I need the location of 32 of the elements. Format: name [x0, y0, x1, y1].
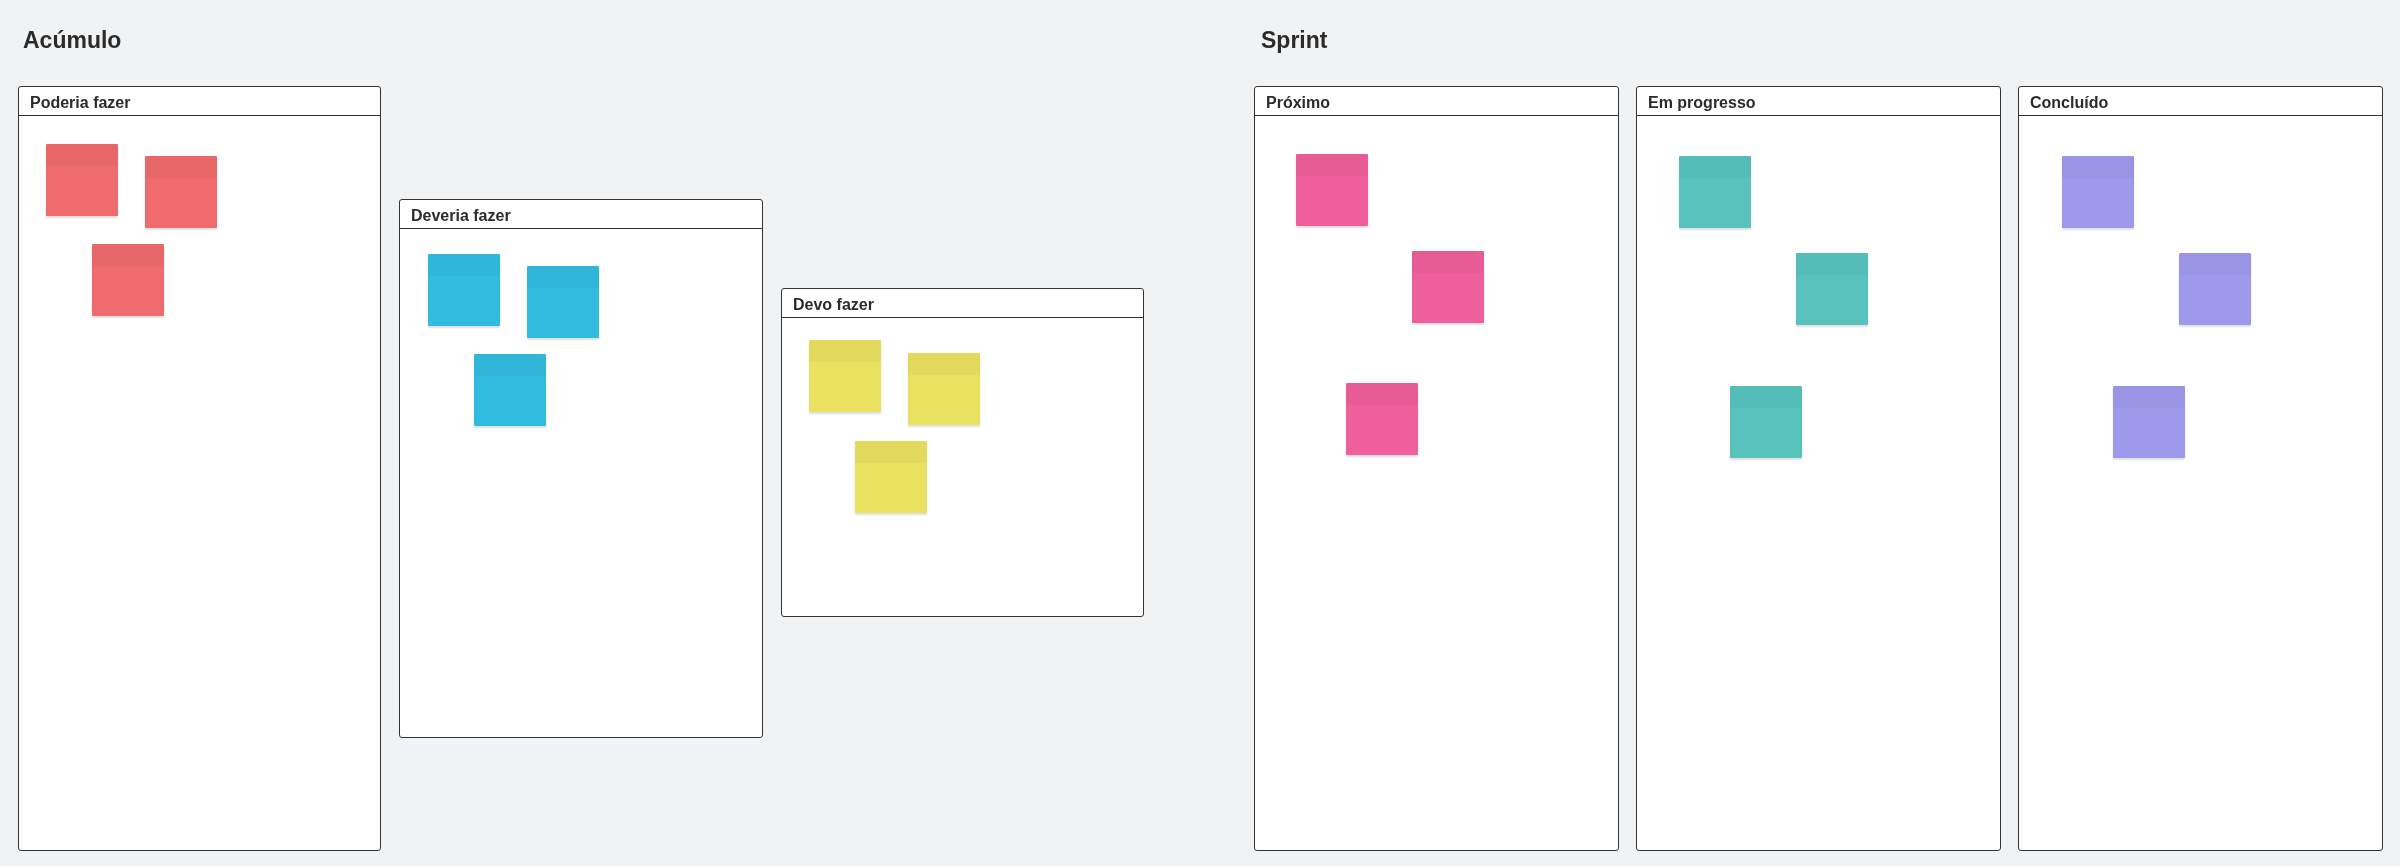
- sticky-note: [1296, 154, 1368, 226]
- sticky-note: [2113, 386, 2185, 458]
- sticky-note: [428, 254, 500, 326]
- sticky-note: [1346, 383, 1418, 455]
- sticky-note: [1730, 386, 1802, 458]
- sticky-note: [527, 266, 599, 338]
- sticky-note: [145, 156, 217, 228]
- sticky-note: [855, 441, 927, 513]
- column-frame: [1636, 86, 2001, 851]
- column-title: Poderia fazer: [30, 93, 131, 112]
- column-title: Concluído: [2030, 93, 2109, 112]
- sticky-note: [2062, 156, 2134, 228]
- sticky-note: [809, 340, 881, 412]
- column-frame: [18, 86, 381, 851]
- sticky-note: [46, 144, 118, 216]
- column-frame: [781, 288, 1144, 617]
- column-title: Deveria fazer: [411, 206, 511, 225]
- column-title: Em progresso: [1648, 93, 1756, 112]
- sticky-note: [1412, 251, 1484, 323]
- sticky-note: [92, 244, 164, 316]
- sticky-note: [474, 354, 546, 426]
- sticky-note: [1796, 253, 1868, 325]
- column-frame: [399, 199, 763, 738]
- sticky-note: [908, 353, 980, 425]
- column-title: Devo fazer: [793, 295, 874, 314]
- sticky-note: [1679, 156, 1751, 228]
- section-heading: Acúmulo: [23, 27, 122, 53]
- column-frame: [1254, 86, 1619, 851]
- section-heading: Sprint: [1261, 27, 1328, 53]
- column-frame: [2018, 86, 2383, 851]
- sticky-note: [2179, 253, 2251, 325]
- column-title: Próximo: [1266, 93, 1330, 112]
